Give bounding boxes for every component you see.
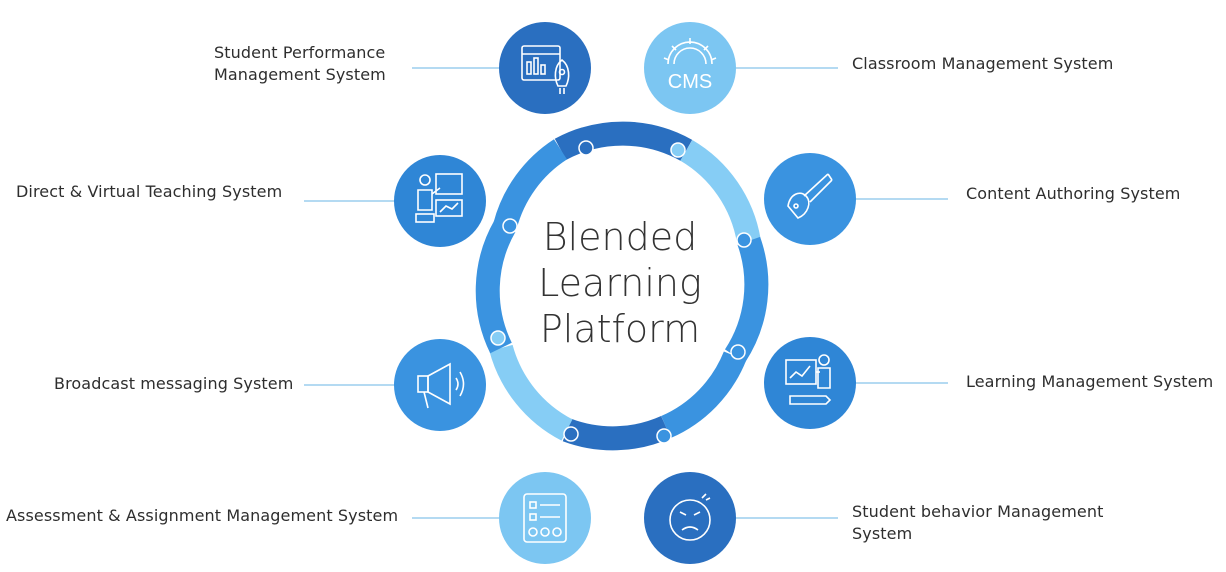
dashboard-rocket-icon — [521, 45, 570, 94]
label-direct-virtual-teaching: Direct & Virtual Teaching System — [16, 182, 283, 201]
label-student-performance: Student Performance Management System — [214, 43, 386, 84]
ring-segment-top-right — [679, 139, 761, 244]
label-learning-management: Learning Management System — [966, 372, 1214, 391]
connector-lines — [304, 67, 948, 519]
center-title-line3: Platform — [539, 307, 701, 351]
node-bms — [394, 339, 486, 431]
label-student-behavior: Student behavior Management System — [852, 502, 1104, 543]
label-assessment-assignment: Assessment & Assignment Management Syste… — [6, 506, 399, 525]
center-title: Blended Learning Platform — [500, 214, 740, 352]
teacher-board-icon — [415, 173, 463, 223]
cms-gear-icon — [663, 38, 717, 65]
checklist-icon — [523, 493, 567, 543]
ring-segment-right — [724, 236, 769, 363]
ring-segment-top-left — [493, 139, 568, 230]
node-lms — [764, 337, 856, 429]
label-classroom-management: Classroom Management System — [852, 54, 1114, 73]
node-dvts — [394, 155, 486, 247]
puzzle-knobs — [490, 140, 752, 444]
paintbrush-icon — [787, 173, 833, 219]
megaphone-icon — [417, 362, 465, 409]
label-content-authoring: Content Authoring System — [966, 184, 1181, 203]
ring-segment-bottom-right — [660, 351, 747, 439]
ring-segment-bottom — [562, 415, 671, 451]
node-sbms — [644, 472, 736, 564]
label-broadcast-messaging: Broadcast messaging System — [54, 374, 294, 393]
center-title-line2: Learning — [538, 261, 702, 305]
ring-segment-top — [554, 121, 693, 161]
node-spms — [499, 22, 591, 114]
center-title-line1: Blended — [542, 215, 698, 259]
cms-icon-text: CMS — [668, 71, 712, 93]
node-aams — [499, 472, 591, 564]
teacher-presentation-icon — [785, 354, 832, 405]
ring-segment-bottom-left — [489, 344, 573, 441]
node-cas — [764, 153, 856, 245]
node-cms: CMS — [644, 22, 736, 114]
angry-face-icon — [669, 493, 711, 541]
